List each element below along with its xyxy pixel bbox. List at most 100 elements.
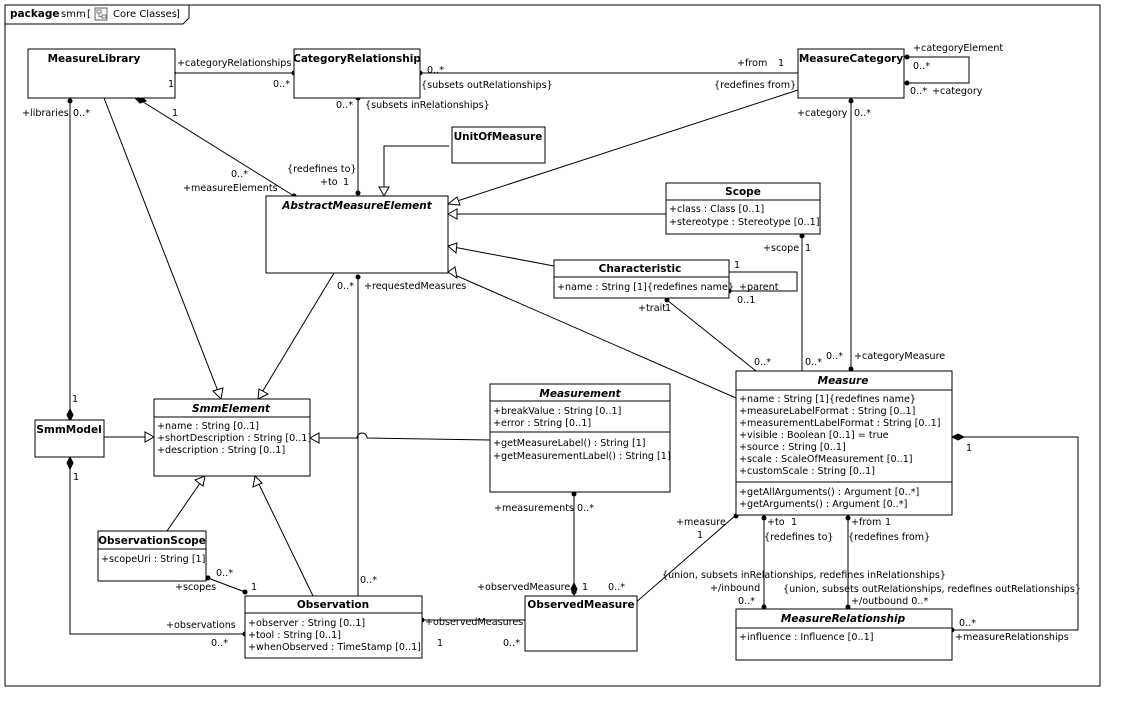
role-label: +category — [932, 86, 983, 97]
role-label: +requestedMeasures — [364, 281, 466, 292]
multiplicity-label: 1 — [791, 517, 797, 528]
role-label: +/outbound 0..* — [851, 596, 928, 607]
svg-text:]: ] — [176, 9, 180, 20]
multiplicity-label: 0..* — [577, 503, 594, 514]
attribute: +class : Class [0..1] — [669, 204, 764, 215]
multiplicity-label: 1 — [72, 394, 78, 405]
multiplicity-label: 0..* — [854, 108, 871, 119]
attribute: +influence : Influence [0..1] — [739, 632, 873, 643]
svg-text:[: [ — [87, 9, 91, 20]
class-measurement[interactable]: Measurement +breakValue : String [0..1] … — [489, 383, 671, 493]
multiplicity-label: 1 — [73, 472, 79, 483]
class-name: Characteristic — [599, 263, 682, 275]
class-measure-relationship[interactable]: MeasureRelationship +influence : Influen… — [735, 608, 953, 661]
attribute: +description : String [0..1] — [157, 445, 285, 456]
class-observed-measure[interactable]: ObservedMeasure — [524, 595, 638, 652]
class-name: Measurement — [539, 388, 621, 400]
multiplicity-label: 1 — [437, 638, 443, 649]
frame-name: smm — [61, 9, 86, 20]
class-measure-category[interactable]: MeasureCategory — [797, 48, 905, 99]
role-label: +observations — [166, 620, 236, 631]
class-category-relationship[interactable]: CategoryRelationship — [293, 48, 421, 99]
role-label: +categoryMeasure — [854, 351, 945, 362]
role-label: +scope — [763, 243, 799, 254]
multiplicity-label: 0..* — [608, 582, 625, 593]
role-label: +observedMeasures — [425, 617, 523, 628]
role-label: +/inbound — [710, 583, 760, 594]
multiplicity-label: 1 — [665, 303, 671, 314]
role-label: +categoryElement — [913, 43, 1003, 54]
attribute: +scopeUri : String [1] — [101, 554, 205, 565]
class-name: Measure — [818, 375, 869, 387]
constraint-label: {subsets inRelationships} — [365, 100, 490, 111]
class-name: UnitOfMeasure — [454, 131, 543, 143]
class-characteristic[interactable]: Characteristic +name : String [1]{redefi… — [553, 259, 734, 299]
class-measure[interactable]: Measure +name : String [1]{redefines nam… — [735, 370, 953, 516]
role-label: +from — [851, 517, 881, 528]
class-observation-scope[interactable]: ObservationScope +scopeUri : String [1] — [97, 530, 207, 582]
class-name: SmmElement — [192, 403, 271, 415]
class-smm-element[interactable]: SmmElement +name : String [0..1] +shortD… — [153, 398, 311, 477]
role-label: +measure — [676, 517, 726, 528]
attribute: +error : String [0..1] — [493, 418, 591, 429]
multiplicity-label: 0..* — [73, 108, 90, 119]
class-name: SmmModel — [36, 424, 101, 436]
attribute: +scale : ScaleOfMeasurement [0..1] — [739, 454, 913, 465]
class-name: Observation — [297, 599, 369, 611]
multiplicity-label: 1 — [697, 530, 703, 541]
constraint-label: {redefines to} — [287, 164, 357, 175]
role-label: +to — [320, 177, 338, 188]
attribute: +visible : Boolean [0..1] = true — [739, 430, 889, 441]
class-name: ObservationScope — [98, 535, 206, 547]
multiplicity-label: 0..* — [427, 65, 444, 76]
operation: +getArguments() : Argument [0..*] — [739, 499, 907, 510]
class-measure-library[interactable]: MeasureLibrary — [27, 48, 176, 99]
class-smm-model[interactable]: SmmModel — [34, 419, 105, 458]
role-label: +to — [767, 517, 785, 528]
multiplicity-label: 0..* — [738, 596, 755, 607]
multiplicity-label: 1 — [966, 443, 972, 454]
multiplicity-label: 0..* — [910, 86, 927, 97]
attribute: +tool : String [0..1] — [248, 630, 341, 641]
role-label: +measureRelationships — [955, 632, 1069, 643]
multiplicity-label: 0..* — [503, 638, 520, 649]
multiplicity-label: 1 — [168, 79, 174, 90]
class-scope[interactable]: Scope +class : Class [0..1] +stereotype … — [665, 182, 821, 235]
multiplicity-label: 0..* — [336, 100, 353, 111]
multiplicity-label: 0..* — [216, 568, 233, 579]
attribute: +shortDescription : String [0..1] — [157, 433, 311, 444]
class-observation[interactable]: Observation +observer : String [0..1] +t… — [244, 595, 423, 659]
attribute: +measurementLabelFormat : String [0..1] — [739, 418, 940, 429]
attribute: +name : String [1]{redefines name} — [739, 394, 916, 405]
attribute: +stereotype : Stereotype [0..1] — [669, 217, 820, 228]
class-unit-of-measure[interactable]: UnitOfMeasure — [451, 126, 546, 164]
multiplicity-label: 1 — [734, 260, 740, 271]
operation: +getMeasureLabel() : String [1] — [493, 438, 646, 449]
role-label: +from — [737, 58, 767, 69]
role-label: +libraries — [22, 108, 69, 119]
multiplicity-label: 0..* — [913, 61, 930, 72]
class-name: AbstractMeasureElement — [281, 200, 433, 212]
multiplicity-label: 0..* — [754, 357, 771, 368]
multiplicity-label: 0..* — [337, 281, 354, 292]
class-name: Scope — [725, 186, 761, 198]
class-diagram-icon — [94, 7, 108, 21]
class-abstract-measure-element[interactable]: AbstractMeasureElement — [265, 195, 449, 274]
role-label: +observedMeasure — [477, 582, 570, 593]
multiplicity-label: 1 — [172, 108, 178, 119]
multiplicity-label: 0..* — [826, 351, 843, 362]
attribute: +customScale : String [0..1] — [739, 466, 875, 477]
constraint-label: {subsets outRelationships} — [421, 80, 553, 91]
constraint-label: {union, subsets outRelationships, redefi… — [783, 584, 1081, 595]
multiplicity-label: 1 — [805, 243, 811, 254]
class-name: ObservedMeasure — [527, 599, 634, 611]
multiplicity-label: 1 — [251, 582, 257, 593]
role-label: +trait — [638, 303, 666, 314]
multiplicity-label: 1 — [582, 582, 588, 593]
constraint-label: {union, subsets inRelationships, redefin… — [662, 570, 946, 581]
constraint-label: {redefines from} — [714, 80, 796, 91]
role-label: +category — [797, 108, 848, 119]
role-label: +measurements — [494, 503, 574, 514]
multiplicity-label: 0..* — [360, 575, 377, 586]
operation: +getAllArguments() : Argument [0..*] — [739, 487, 919, 498]
